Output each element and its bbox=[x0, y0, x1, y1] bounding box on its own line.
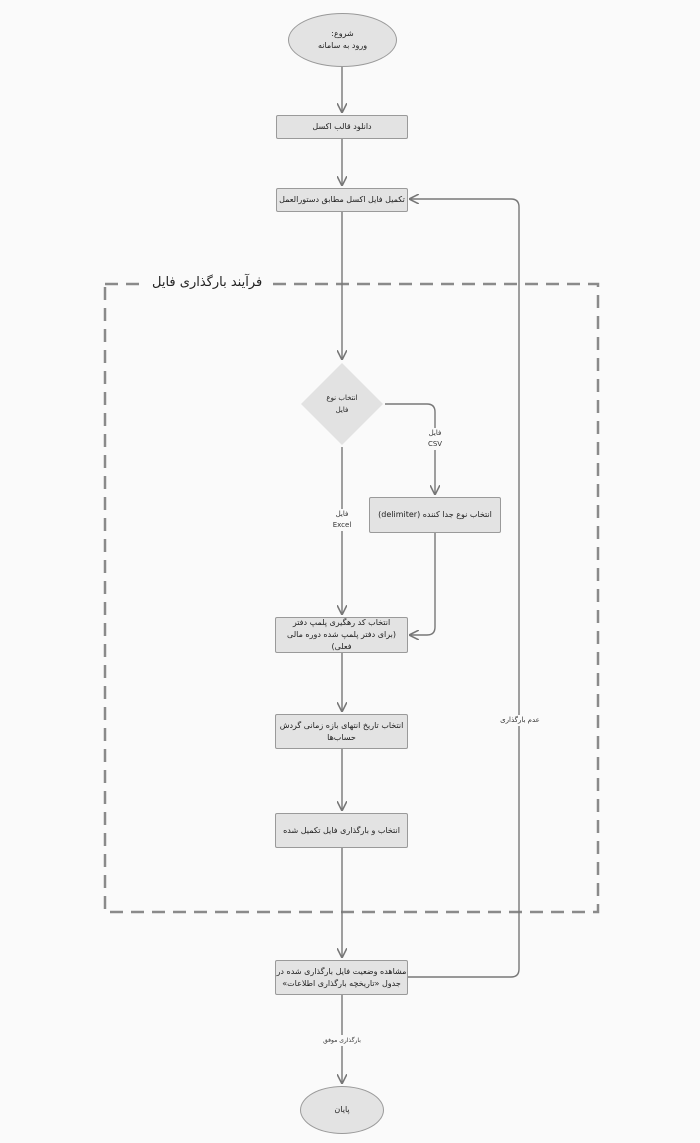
start-node: شروع: ورود به سامانه bbox=[288, 13, 397, 67]
edge-label-excel-line2: Excel bbox=[332, 521, 352, 529]
start-line1: شروع: bbox=[331, 29, 354, 38]
edge-label-not-uploaded: عدم بارگذاری bbox=[497, 715, 543, 726]
decision-label: انتخاب نوع فایل bbox=[312, 392, 372, 416]
end-date-line1: انتخاب تاریخ انتهای بازه زمانی گردش bbox=[279, 720, 404, 730]
edge-decision-csv bbox=[385, 403, 435, 494]
download-template-node: دانلود قالب اکسل bbox=[276, 115, 408, 139]
edge-label-csv-line1: فایل bbox=[428, 429, 442, 437]
edge-label-csv-line2: CSV bbox=[427, 440, 443, 448]
upload-status-line2: جدول «تاریخچه بارگذاری اطلاعات» bbox=[282, 978, 401, 988]
fill-excel-node: تکمیل فایل اکسل مطابق دستورالعمل bbox=[276, 188, 408, 212]
decision-line2: فایل bbox=[335, 406, 349, 414]
upload-file-node: انتخاب و بارگذاری فایل تکمیل شده bbox=[275, 813, 408, 848]
edge-label-excel-line1: فایل bbox=[335, 510, 349, 518]
edge-delimiter-seal bbox=[410, 533, 436, 635]
seal-code-node: انتخاب کد رهگیری پلمپ دفتر (برای دفتر پل… bbox=[275, 617, 408, 653]
edge-label-success: بارگذاری موفق bbox=[320, 1035, 364, 1046]
decision-line1: انتخاب نوع bbox=[326, 394, 358, 402]
seal-code-line2: (برای دفتر پلمپ شده دوره مالی فعلی) bbox=[287, 630, 396, 651]
seal-code-line1: انتخاب کد رهگیری پلمپ دفتر bbox=[292, 618, 391, 627]
fill-excel-label: تکمیل فایل اکسل مطابق دستورالعمل bbox=[279, 195, 405, 204]
upload-file-label: انتخاب و بارگذاری فایل تکمیل شده bbox=[283, 825, 400, 835]
group-title: فرآیند بارگذاری فایل bbox=[146, 275, 269, 290]
upload-status-line1: مشاهده وضعیت فایل بارگذاری شده در bbox=[276, 966, 407, 976]
end-date-node: انتخاب تاریخ انتهای بازه زمانی گردش حساب… bbox=[275, 714, 408, 749]
delimiter-node: انتخاب نوع جدا کننده (delimiter) bbox=[369, 497, 501, 533]
end-node: پایان bbox=[300, 1086, 384, 1134]
start-line2: ورود به سامانه bbox=[317, 41, 368, 50]
group-border bbox=[103, 282, 600, 914]
end-date-line2: حساب‌ها bbox=[327, 732, 356, 742]
delimiter-label: انتخاب نوع جدا کننده (delimiter) bbox=[378, 510, 492, 519]
upload-status-node: مشاهده وضعیت فایل بارگذاری شده در جدول «… bbox=[275, 960, 408, 995]
edge-status-fill-loop bbox=[408, 199, 520, 978]
edge-label-excel: فایل Excel bbox=[325, 509, 359, 531]
end-label: پایان bbox=[334, 1105, 350, 1114]
edge-label-csv: فایل CSV bbox=[420, 428, 450, 450]
download-template-label: دانلود قالب اکسل bbox=[312, 122, 372, 131]
